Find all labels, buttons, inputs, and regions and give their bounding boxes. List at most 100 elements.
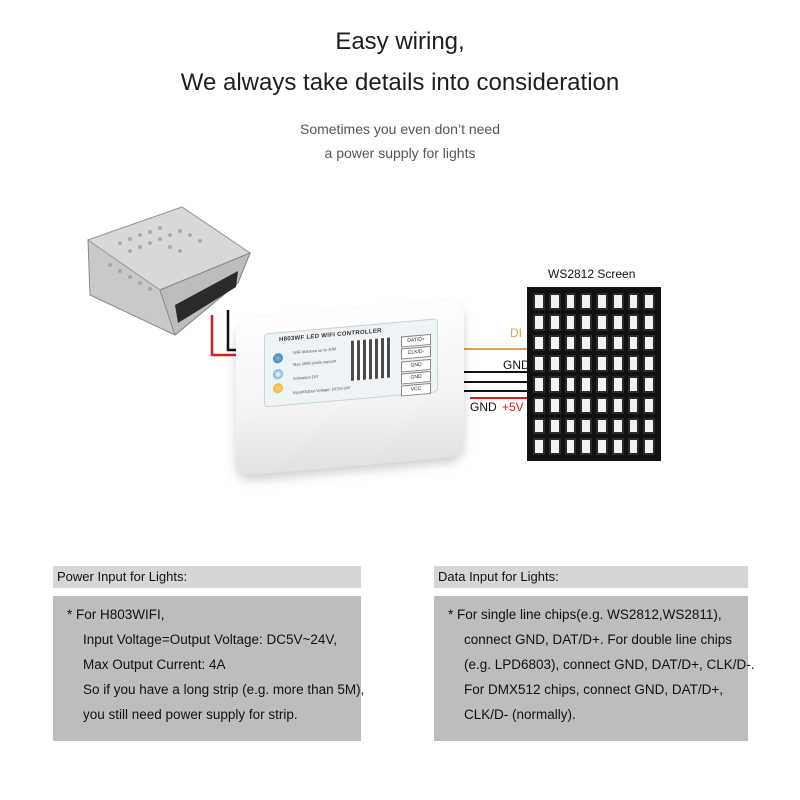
led-pixel xyxy=(611,376,624,393)
wire-label-gnd: GND xyxy=(503,358,530,372)
led-pixel xyxy=(564,293,577,310)
power-supply-unit xyxy=(86,206,252,336)
led-pixel xyxy=(564,334,577,352)
led-pixel xyxy=(533,293,545,310)
led-pixel xyxy=(548,376,561,393)
led-pixel xyxy=(627,396,640,414)
led-pixel xyxy=(627,376,640,393)
note-line: Max Output Current: 4A xyxy=(83,657,226,672)
subtitle-line-1: Sometimes you even don’t need xyxy=(299,121,500,137)
power-input-heading: Power Input for Lights: xyxy=(53,566,361,588)
led-pixel xyxy=(596,334,608,352)
led-pixel xyxy=(533,396,545,414)
led-pixel xyxy=(611,396,624,414)
led-pixel xyxy=(643,396,655,414)
led-icon xyxy=(273,368,283,380)
wifi-controller-box: H803WF LED WIFI CONTROLLER WiFi distance… xyxy=(236,300,464,476)
wiring-diagram: H803WF LED WIFI CONTROLLER WiFi distance… xyxy=(0,195,800,495)
page-title-line-2: We always take details into consideratio… xyxy=(180,69,620,96)
led-pixel xyxy=(533,355,545,372)
led-pixel xyxy=(596,376,608,393)
wifi-icon xyxy=(273,352,283,364)
led-pixel xyxy=(580,376,592,393)
led-pixel xyxy=(548,355,561,372)
led-pixel xyxy=(548,438,561,455)
led-pixel xyxy=(580,313,592,331)
led-pixel xyxy=(643,313,655,331)
led-pixel xyxy=(533,417,545,435)
wire-label-5v: +5V xyxy=(502,400,524,414)
note-line: you still need power supply for strip. xyxy=(83,707,298,722)
led-pixel xyxy=(627,355,640,372)
led-pixel xyxy=(596,417,608,435)
wiring-svg xyxy=(86,206,528,399)
wire-label-di: DI xyxy=(510,326,522,340)
power-input-note: * For H803WIFI, Input Voltage=Output Vol… xyxy=(53,596,365,741)
controller-label-panel: H803WF LED WIFI CONTROLLER WiFi distance… xyxy=(264,318,438,408)
led-pixel xyxy=(596,293,608,310)
led-pixel xyxy=(564,438,577,455)
note-line: CLK/D- (normally). xyxy=(464,707,576,722)
data-input-note: * For single line chips(e.g. WS2812,WS28… xyxy=(434,596,755,741)
led-pixel xyxy=(627,293,640,310)
qr-code xyxy=(351,337,391,381)
note-line: * For single line chips(e.g. WS2812,WS28… xyxy=(448,607,722,622)
note-line: * For H803WIFI, xyxy=(67,607,165,622)
controller-spec-line: WiFi distance up to 30M xyxy=(293,346,336,355)
port-clk: CLK/D- xyxy=(401,345,431,360)
led-pixel xyxy=(533,313,545,331)
led-pixel xyxy=(627,334,640,352)
note-line: Input Voltage=Output Voltage: DC5V~24V, xyxy=(83,632,337,647)
led-pixel xyxy=(627,313,640,331)
led-pixel xyxy=(596,355,608,372)
led-pixel xyxy=(548,313,561,331)
animation-icon xyxy=(273,382,283,394)
led-pixel xyxy=(548,417,561,435)
led-pixel xyxy=(643,355,655,372)
controller-spec-line: Input/Output Voltage: DC5V-24V xyxy=(293,384,351,395)
led-pixel xyxy=(643,417,655,435)
led-pixel xyxy=(643,293,655,310)
led-pixel xyxy=(564,376,577,393)
led-pixel xyxy=(611,334,624,352)
led-pixel xyxy=(564,313,577,331)
screen-title: WS2812 Screen xyxy=(548,267,636,281)
led-pixel xyxy=(548,293,561,310)
led-pixel xyxy=(611,417,624,435)
led-pixel xyxy=(533,376,545,393)
led-pixel xyxy=(580,438,592,455)
subtitle-line-2: a power supply for lights xyxy=(324,145,476,161)
led-pixel xyxy=(643,334,655,352)
note-line: (e.g. LPD6803), connect GND, DAT/D+, CLK… xyxy=(464,657,755,672)
led-pixel xyxy=(611,355,624,372)
led-pixel xyxy=(580,293,592,310)
page-title-line-1: Easy wiring, xyxy=(335,28,465,55)
port-vcc: VCC xyxy=(401,382,431,397)
note-line: For DMX512 chips, connect GND, DAT/D+, xyxy=(464,682,723,697)
data-input-heading: Data Input for Lights: xyxy=(434,566,748,588)
led-pixel xyxy=(611,313,624,331)
led-pixel xyxy=(548,334,561,352)
led-pixel xyxy=(548,396,561,414)
led-pixel xyxy=(564,355,577,372)
led-pixel xyxy=(627,438,640,455)
led-pixel xyxy=(643,376,655,393)
led-pixel xyxy=(611,293,624,310)
led-pixel xyxy=(533,334,545,352)
led-pixel xyxy=(596,396,608,414)
led-pixel xyxy=(611,438,624,455)
led-pixel xyxy=(580,355,592,372)
led-pixel xyxy=(533,438,545,455)
led-pixel xyxy=(580,334,592,352)
led-pixel xyxy=(564,396,577,414)
led-pixel xyxy=(643,438,655,455)
wire-label-gnd: GND xyxy=(470,400,497,414)
led-pixel xyxy=(627,417,640,435)
led-pixel xyxy=(596,438,608,455)
controller-spec-line: Max 2048 pixels support xyxy=(293,358,337,367)
led-pixel xyxy=(564,417,577,435)
note-line: So if you have a long strip (e.g. more t… xyxy=(83,682,365,697)
led-pixel xyxy=(596,313,608,331)
led-matrix-screen xyxy=(527,287,661,461)
note-line: connect GND, DAT/D+. For double line chi… xyxy=(464,632,732,647)
